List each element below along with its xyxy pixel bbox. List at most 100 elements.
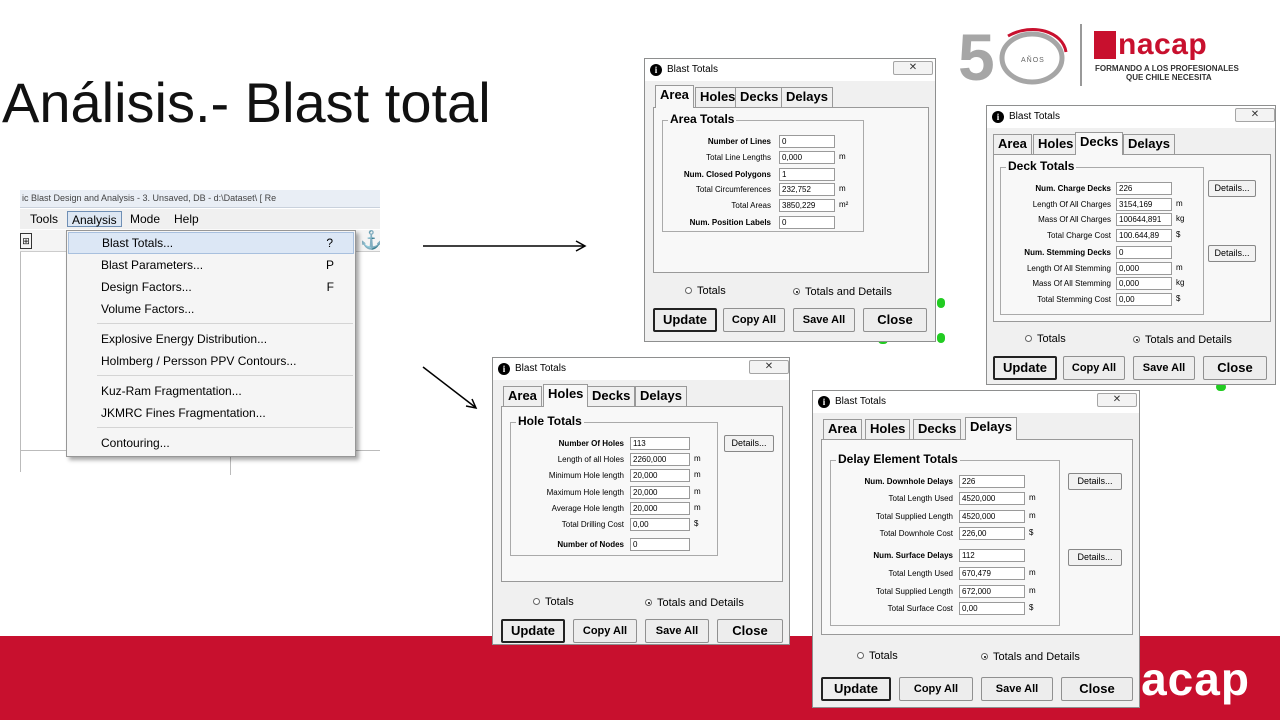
canvas-gridline [20, 252, 21, 472]
field-value-input[interactable]: 0,000 [1116, 262, 1172, 275]
tab-delays[interactable]: Delays [781, 87, 833, 107]
charge-details-button[interactable]: Details... [1208, 180, 1256, 197]
field-value-input[interactable]: 0,000 [779, 151, 835, 164]
menu-item-blast-parameters[interactable]: Blast Parameters...P [101, 258, 334, 272]
tab-decks[interactable]: Decks [587, 386, 636, 406]
downhole-details-button[interactable]: Details... [1068, 473, 1122, 490]
field-value-input[interactable]: 0 [779, 216, 835, 229]
menu-item-design-factors[interactable]: Design Factors...F [101, 280, 334, 294]
update-button[interactable]: Update [993, 356, 1057, 380]
copy-all-button[interactable]: Copy All [1063, 356, 1125, 380]
field-value-input[interactable]: 112 [959, 549, 1025, 562]
tab-delays[interactable]: Delays [635, 386, 687, 406]
field-label: Number Of Holes [558, 439, 624, 448]
field-value-input[interactable]: 0,000 [1116, 277, 1172, 290]
tab-delays[interactable]: Delays [965, 417, 1017, 440]
radio-totals[interactable]: Totals [1025, 333, 1066, 345]
field-value-input[interactable]: 0 [779, 135, 835, 148]
save-all-button[interactable]: Save All [793, 308, 855, 332]
hole-details-button[interactable]: Details... [724, 435, 774, 452]
stemming-details-button[interactable]: Details... [1208, 245, 1256, 262]
copy-all-button[interactable]: Copy All [723, 308, 785, 332]
menu-item-kuz-ram[interactable]: Kuz-Ram Fragmentation... [101, 384, 242, 398]
tab-decks[interactable]: Decks [1075, 132, 1124, 155]
close-button[interactable]: Close [1203, 356, 1267, 380]
grid-icon[interactable]: ⊞ [20, 233, 32, 249]
menu-help[interactable]: Help [174, 212, 199, 226]
copy-all-button[interactable]: Copy All [899, 677, 973, 701]
field-value-input[interactable]: 0,00 [1116, 293, 1172, 306]
tab-holes[interactable]: Holes [1033, 134, 1079, 154]
field-value-input[interactable]: 0,00 [630, 518, 690, 531]
tab-delays[interactable]: Delays [1123, 134, 1175, 154]
save-all-button[interactable]: Save All [981, 677, 1053, 701]
field-value-input[interactable]: 20,000 [630, 469, 690, 482]
radio-totals[interactable]: Totals [685, 285, 726, 297]
close-button[interactable]: Close [863, 308, 927, 332]
field-value-input[interactable]: 232,752 [779, 183, 835, 196]
tab-area[interactable]: Area [503, 386, 542, 406]
menu-item-jkmrc[interactable]: JKMRC Fines Fragmentation... [101, 406, 266, 420]
anchor-icon[interactable]: ⚓ [360, 230, 380, 250]
field-value-input[interactable]: 113 [630, 437, 690, 450]
menu-item-ppv-contours[interactable]: Holmberg / Persson PPV Contours... [101, 354, 297, 368]
radio-totals-and-details[interactable]: Totals and Details [793, 286, 892, 298]
field-value-input[interactable]: 226 [1116, 182, 1172, 195]
menu-item-explosive-energy[interactable]: Explosive Energy Distribution... [101, 332, 268, 346]
update-button[interactable]: Update [501, 619, 565, 643]
surface-details-button[interactable]: Details... [1068, 549, 1122, 566]
close-button[interactable]: Close [717, 619, 783, 643]
field-value-input[interactable]: 0 [1116, 246, 1172, 259]
field-value-input[interactable]: 3154,169 [1116, 198, 1172, 211]
save-all-button[interactable]: Save All [645, 619, 709, 643]
radio-totals-and-details[interactable]: Totals and Details [1133, 334, 1232, 346]
menu-analysis[interactable]: Analysis [67, 211, 122, 227]
close-icon[interactable]: ✕ [893, 61, 933, 75]
field-value-input[interactable]: 100644,891 [1116, 213, 1172, 226]
tab-holes[interactable]: Holes [543, 384, 589, 407]
field-value-input[interactable]: 3850,229 [779, 199, 835, 212]
radio-totals[interactable]: Totals [857, 650, 898, 662]
menu-item-volume-factors[interactable]: Volume Factors... [101, 302, 195, 316]
field-label: Num. Surface Delays [873, 551, 953, 560]
radio-totals-and-details[interactable]: Totals and Details [645, 597, 744, 609]
tab-decks[interactable]: Decks [913, 419, 962, 439]
field-value-input[interactable]: 2260,000 [630, 453, 690, 466]
close-button[interactable]: Close [1061, 677, 1133, 701]
tab-area[interactable]: Area [823, 419, 862, 439]
menu-tools[interactable]: Tools [30, 212, 59, 226]
tab-area[interactable]: Area [993, 134, 1032, 154]
field-value-input[interactable]: 20,000 [630, 502, 690, 515]
field-value-input[interactable]: 4520,000 [959, 492, 1025, 505]
field-value-input[interactable]: 226,00 [959, 527, 1025, 540]
tab-holes[interactable]: Holes [865, 419, 911, 439]
menu-mode[interactable]: Mode [130, 212, 161, 226]
field-value-input[interactable]: 20,000 [630, 486, 690, 499]
field-value-input[interactable]: 0,00 [959, 602, 1025, 615]
field-value-input[interactable]: 226 [959, 475, 1025, 488]
field-value-input[interactable]: 1 [779, 168, 835, 181]
close-icon[interactable]: ✕ [1097, 393, 1137, 407]
info-icon: i [818, 396, 830, 408]
field-value-input[interactable]: 0 [630, 538, 690, 551]
tab-decks[interactable]: Decks [735, 87, 784, 107]
radio-totals[interactable]: Totals [533, 596, 574, 608]
menu-item-contouring[interactable]: Contouring... [101, 436, 170, 450]
field-value-input[interactable]: 672,000 [959, 585, 1025, 598]
copy-all-button[interactable]: Copy All [573, 619, 637, 643]
field-value-input[interactable]: 100.644,89 [1116, 229, 1172, 242]
save-all-button[interactable]: Save All [1133, 356, 1195, 380]
tab-area[interactable]: Area [655, 85, 694, 108]
update-button[interactable]: Update [821, 677, 891, 701]
close-icon[interactable]: ✕ [749, 360, 789, 374]
close-icon[interactable]: ✕ [1235, 108, 1275, 122]
field-label: Total Supplied Length [876, 512, 953, 521]
tab-holes[interactable]: Holes [695, 87, 741, 107]
update-button[interactable]: Update [653, 308, 717, 332]
menu-item-blast-totals[interactable]: Blast Totals...? [68, 232, 354, 254]
field-value-input[interactable]: 4520,000 [959, 510, 1025, 523]
radio-totals-and-details[interactable]: Totals and Details [981, 651, 1080, 663]
field-value-input[interactable]: 670,479 [959, 567, 1025, 580]
